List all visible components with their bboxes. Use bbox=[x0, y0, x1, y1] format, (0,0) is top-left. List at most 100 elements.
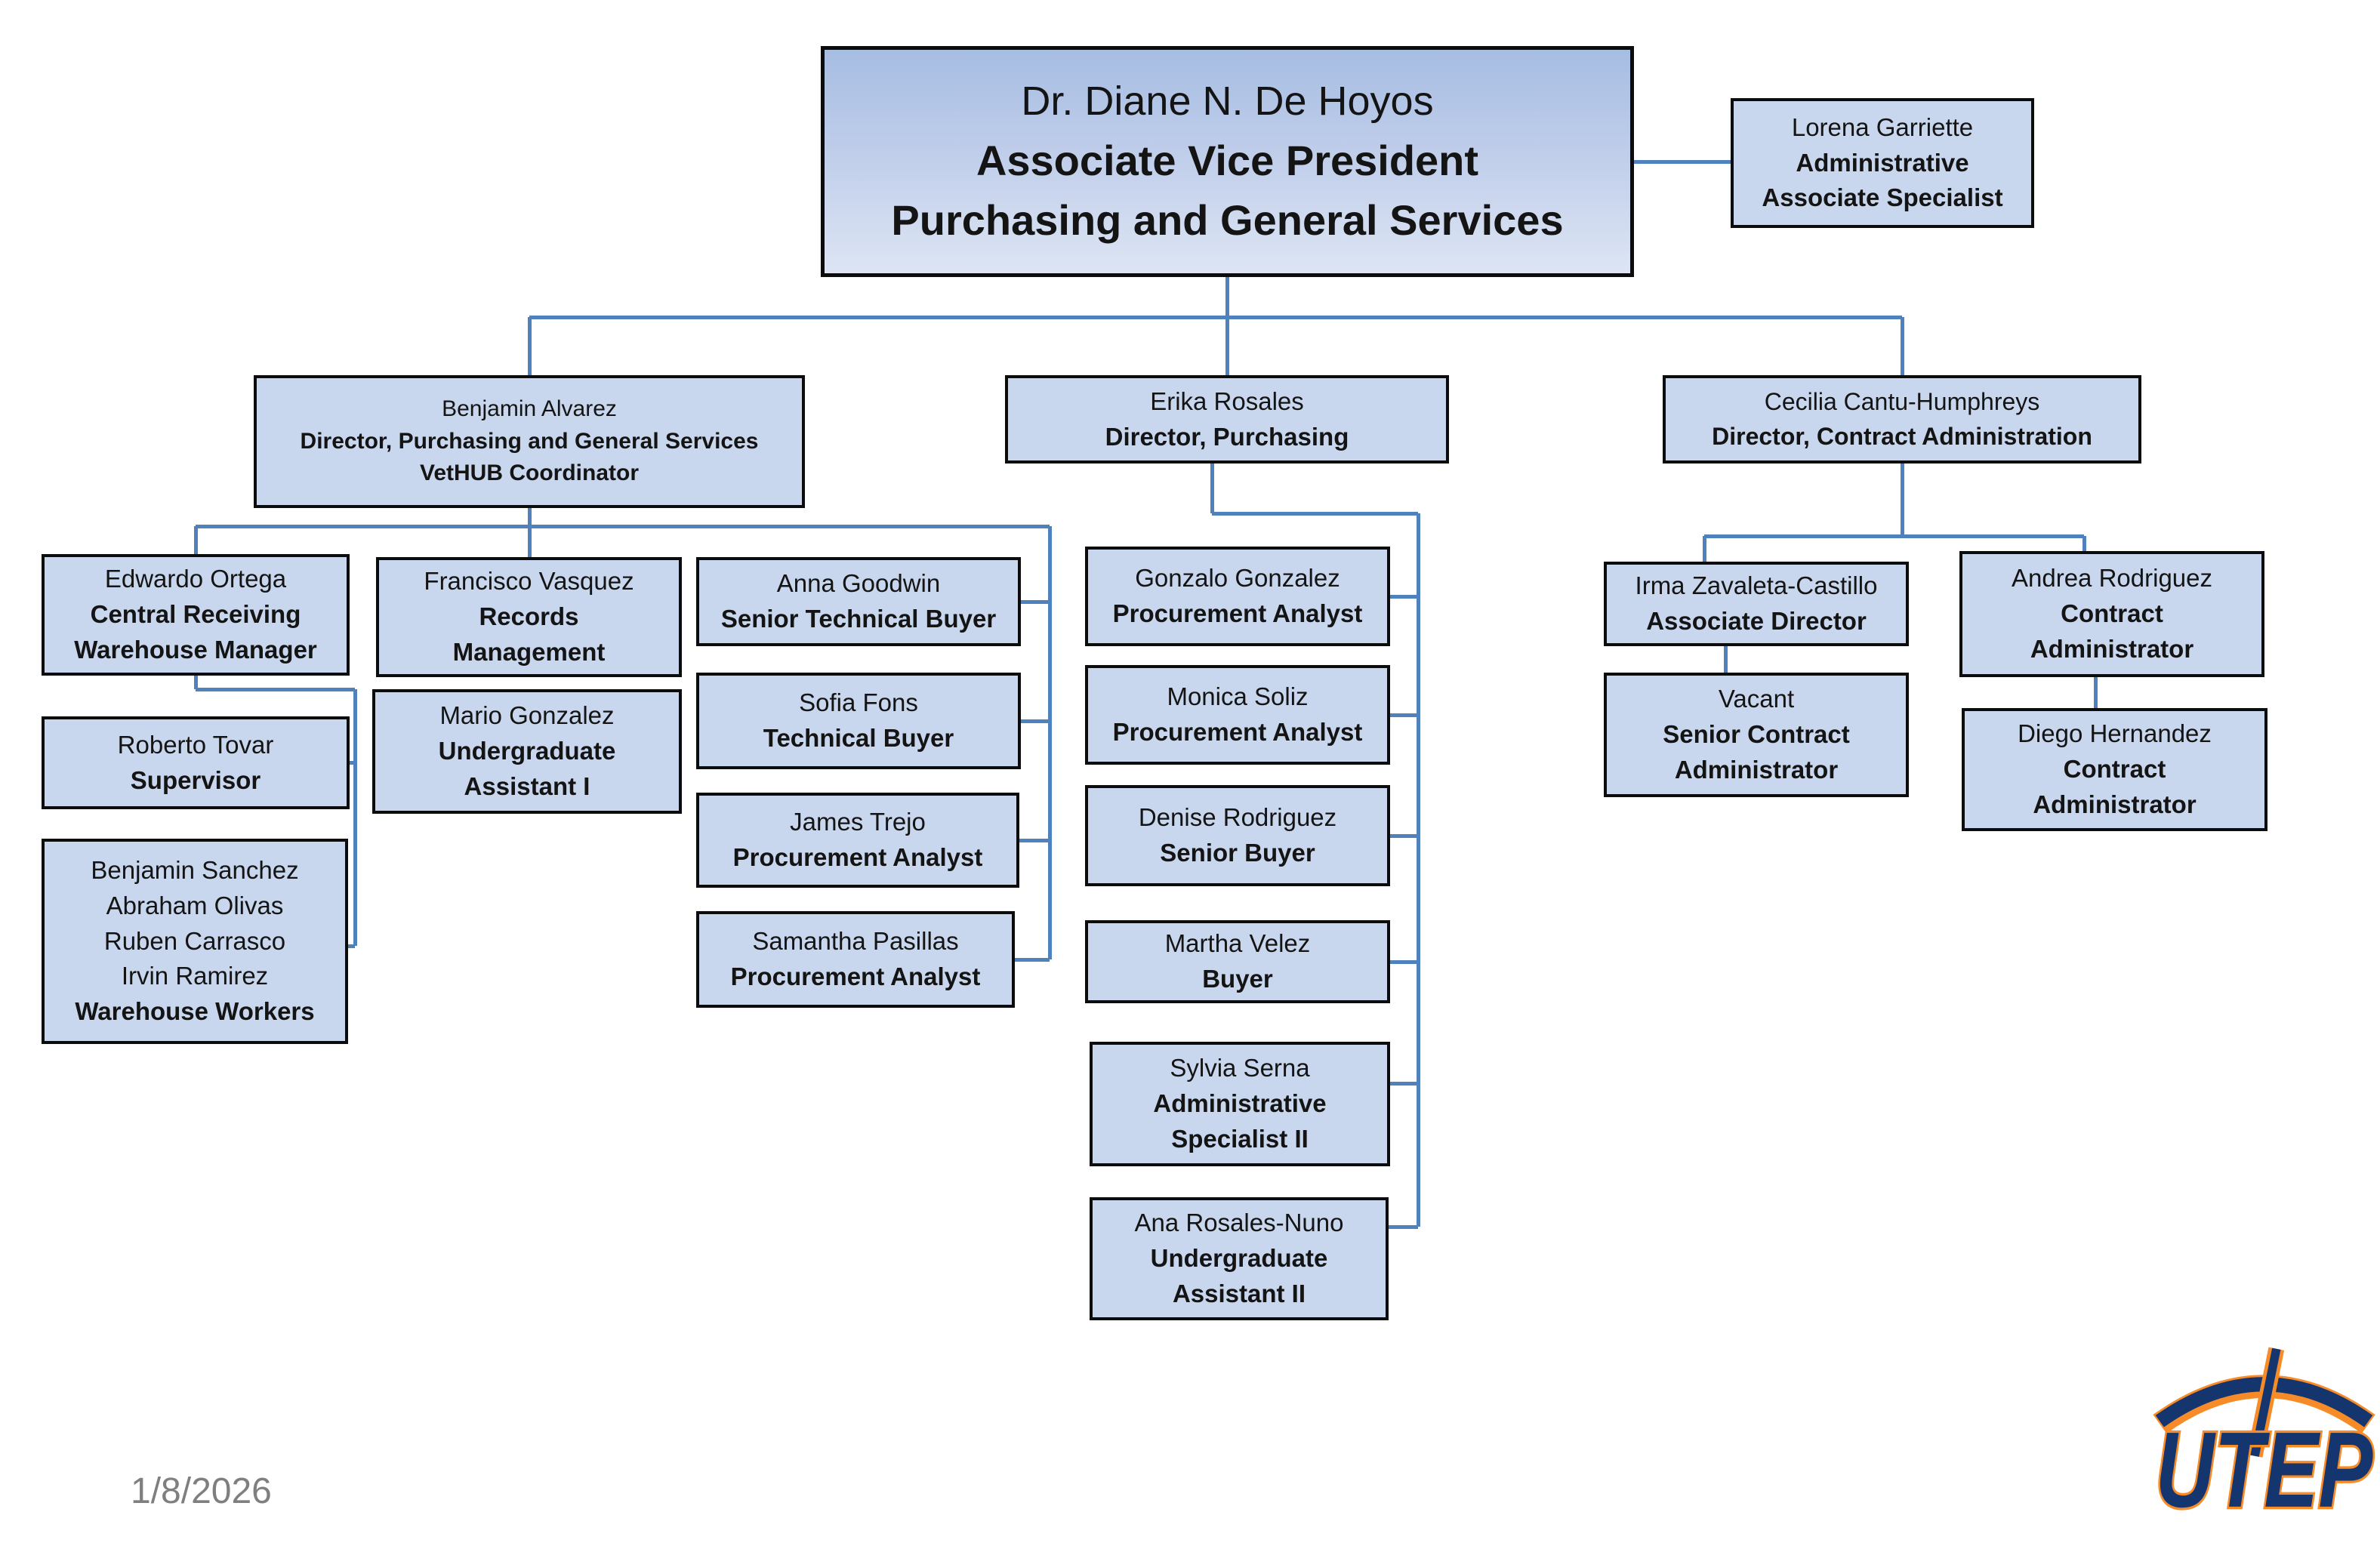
connector-segment bbox=[1021, 719, 1050, 723]
node-line: Procurement Analyst bbox=[1112, 599, 1363, 627]
node-line: Ana Rosales-Nuno bbox=[1134, 1209, 1344, 1237]
node-line: Administrative bbox=[1796, 148, 1969, 177]
node-line: Warehouse Workers bbox=[75, 997, 315, 1026]
node-line: Gonzalo Gonzalez bbox=[1135, 564, 1340, 593]
connector-segment bbox=[1900, 463, 1904, 536]
node-line: Mario Gonzalez bbox=[439, 701, 615, 730]
node-line: Director, Purchasing bbox=[1105, 422, 1349, 451]
connector-segment bbox=[1416, 513, 1420, 1227]
connector-segment bbox=[193, 674, 198, 689]
node-line: Andrea Rodriguez bbox=[2012, 564, 2212, 593]
connector-segment bbox=[1704, 534, 2084, 538]
node-line: Irma Zavaleta-Castillo bbox=[1635, 571, 1878, 600]
node-line: Francisco Vasquez bbox=[424, 567, 634, 596]
node-line: Procurement Analyst bbox=[1112, 718, 1363, 746]
node-line: Supervisor bbox=[130, 765, 261, 794]
node-line: Central Receiving bbox=[90, 600, 301, 629]
node-line: Dr. Diane N. De Hoyos bbox=[1021, 79, 1434, 125]
utep-logo: UTEP bbox=[2153, 1347, 2375, 1532]
node-line: Senior Technical Buyer bbox=[720, 605, 997, 633]
connector-segment bbox=[1723, 646, 1728, 673]
node-line: Administrator bbox=[1674, 755, 1839, 784]
node-line: Administrator bbox=[2033, 790, 2197, 818]
node-line: Cecilia Cantu-Humphreys bbox=[1764, 388, 2040, 416]
node-line: Associate Director bbox=[1646, 607, 1867, 635]
connector-segment bbox=[527, 317, 532, 375]
node-line: Anna Goodwin bbox=[776, 569, 941, 598]
connector-segment bbox=[1389, 1224, 1418, 1229]
node-line: Senior Contract bbox=[1663, 720, 1850, 749]
connector-segment bbox=[1015, 957, 1050, 962]
node-line: Benjamin Alvarez bbox=[442, 396, 617, 422]
connector-segment bbox=[196, 524, 1050, 528]
node-line: Director, Purchasing and General Service… bbox=[300, 428, 759, 454]
connector-segment bbox=[1210, 463, 1214, 513]
node-line: Assistant II bbox=[1172, 1279, 1306, 1307]
node-line: Records bbox=[479, 602, 579, 631]
node-line: Benjamin Sanchez bbox=[91, 855, 299, 884]
date-label: 1/8/2026 bbox=[131, 1471, 272, 1511]
connector-segment bbox=[1390, 833, 1418, 838]
node-line: Edwardo Ortega bbox=[104, 565, 287, 593]
node-line: Specialist II bbox=[1171, 1124, 1309, 1153]
node-line: Sofia Fons bbox=[799, 688, 918, 717]
node-line: Undergraduate bbox=[438, 737, 616, 765]
connector-segment bbox=[1390, 594, 1418, 599]
node-line: Denise Rodriguez bbox=[1138, 803, 1337, 832]
node-line: Contract bbox=[2061, 599, 2163, 628]
connector-segment bbox=[527, 508, 532, 559]
node-line: James Trejo bbox=[790, 808, 926, 836]
connector-segment bbox=[1047, 526, 1052, 959]
connector-segment bbox=[1390, 1081, 1418, 1086]
node-line: Monica Soliz bbox=[1167, 682, 1309, 711]
node-line: Director, Contract Administration bbox=[1712, 422, 2092, 450]
node-line: Martha Velez bbox=[1164, 929, 1311, 958]
connector-segment bbox=[1021, 599, 1050, 604]
connector-segment bbox=[196, 687, 355, 691]
connector-segment bbox=[193, 526, 198, 554]
connector-segment bbox=[2082, 536, 2086, 551]
connector-segment bbox=[342, 944, 355, 948]
node-line: Lorena Garriette bbox=[1791, 112, 1974, 141]
node-line: Warehouse Manager bbox=[74, 635, 317, 664]
logo-text: UTEP bbox=[2156, 1410, 2373, 1530]
node-line: Sylvia Serna bbox=[1170, 1054, 1310, 1083]
node-line: Administrative bbox=[1153, 1089, 1327, 1118]
pickaxe-handle-top bbox=[2250, 1347, 2281, 1457]
node-line: Associate Vice President bbox=[976, 136, 1479, 184]
node-line: Ruben Carrasco bbox=[103, 926, 286, 955]
node-line: Assistant I bbox=[464, 771, 590, 800]
node-line: Associate Specialist bbox=[1762, 183, 2003, 212]
connector-segment bbox=[1634, 159, 1731, 164]
connector-segment bbox=[1390, 713, 1418, 717]
connector-segment bbox=[1019, 838, 1050, 842]
node-line: Irvin Ramirez bbox=[121, 962, 269, 990]
node-line: Management bbox=[452, 637, 606, 666]
connector-segment bbox=[353, 689, 357, 946]
node-line: Technical Buyer bbox=[763, 724, 954, 752]
connector-segment bbox=[529, 315, 1902, 319]
node-line: Administrator bbox=[2030, 634, 2194, 663]
connector-segment bbox=[2093, 677, 2098, 708]
node-line: Undergraduate bbox=[1150, 1244, 1328, 1273]
node-line: Procurement Analyst bbox=[732, 843, 983, 871]
